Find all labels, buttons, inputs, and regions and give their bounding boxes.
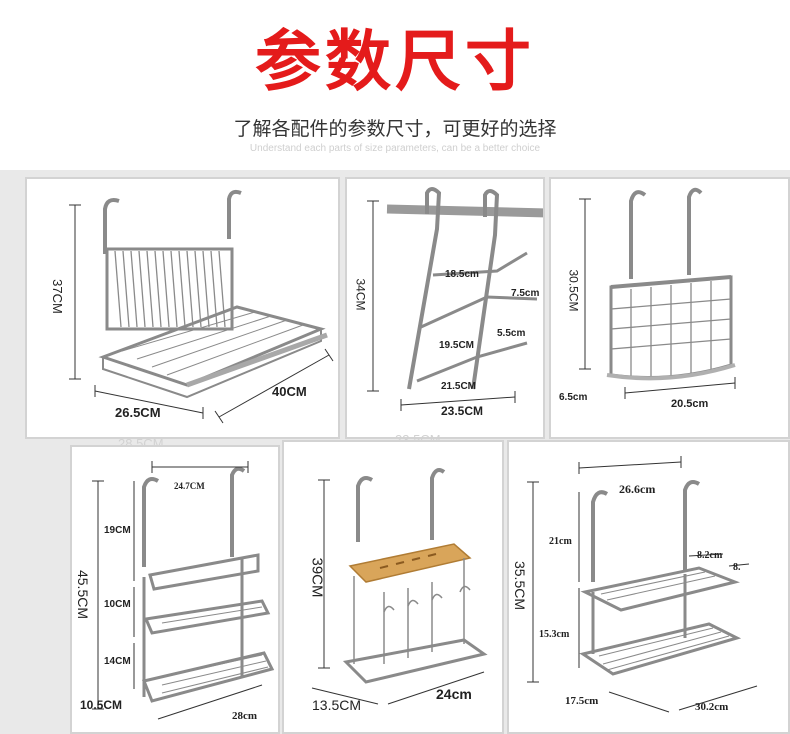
three-tier-depth-label: 10.5CM — [80, 698, 123, 712]
three-tier-width-label: 28cm — [232, 710, 258, 722]
two-tier-gap2-label: 8. — [733, 562, 741, 573]
two-tier-top-width-label: 26.6cm — [619, 482, 656, 496]
three-tier-rack-illustration — [92, 461, 275, 720]
panel-knife-holder: 39CM 13.5CM 24cm — [282, 440, 504, 734]
knife-holder-depth-label: 13.5CM — [312, 697, 362, 713]
utensil-holder-height-label: 30.5CM — [566, 269, 581, 312]
panel-three-tier-rack: 24.7CM 45.5CM 19CM 10CM 14CM 10.5CM 28cm — [70, 445, 280, 734]
three-tier-seg3-label: 14CM — [104, 656, 131, 667]
lid-rack-bottom-label: 21.5CM — [441, 381, 477, 392]
dish-rack-illustration — [69, 189, 334, 424]
lid-rack-illustration — [367, 187, 543, 411]
page-subtitle-english: Understand each parts of size parameters… — [249, 143, 541, 154]
utensil-holder-depth-label: 6.5cm — [559, 392, 588, 403]
lid-rack-middle-label: 19.5CM — [439, 340, 475, 351]
lid-rack-width-label: 23.5CM — [441, 404, 484, 418]
knife-holder-height-label: 39CM — [308, 557, 326, 598]
knife-holder-illustration — [311, 468, 488, 705]
panel-dish-rack: 37CM 26.5CM 40CM — [25, 177, 340, 439]
lid-rack-gap1-label: 7.5cm — [511, 288, 540, 299]
two-tier-seg1-label: 21cm — [549, 536, 572, 547]
two-tier-width-label: 30.2cm — [695, 701, 729, 713]
three-tier-top-width-label: 24.7CM — [174, 481, 205, 491]
utensil-holder-width-label: 20.5cm — [671, 398, 709, 410]
panel-two-tier-rack: 26.6cm 35.5CM 21cm 15.3cm 8.2cm 8. 17.5c… — [507, 440, 790, 734]
knife-holder-width-label: 24cm — [436, 686, 472, 702]
lid-rack-gap2-label: 5.5cm — [497, 328, 526, 339]
two-tier-seg2-label: 15.3cm — [539, 629, 570, 640]
page-title: 参数尺寸 — [255, 23, 535, 100]
panel-lid-rack: 34CM 18.5cm 7.5cm 5.5cm 19.5CM 21.5CM 23… — [345, 177, 545, 439]
page-subtitle: 了解各配件的参数尺寸，可更好的选择 — [233, 118, 557, 140]
panel-utensil-holder: 30.5CM 6.5cm 20.5cm — [549, 177, 790, 439]
dish-rack-height-label: 37CM — [49, 279, 65, 314]
dish-rack-depth-label: 26.5CM — [115, 405, 161, 420]
two-tier-rack-illustration — [527, 456, 758, 713]
lid-rack-height-label: 34CM — [353, 278, 368, 311]
three-tier-seg1-label: 19CM — [104, 525, 131, 536]
lid-rack-top-label: 18.5cm — [445, 269, 479, 280]
two-tier-height-label: 35.5CM — [512, 560, 529, 611]
dish-rack-width-label: 40CM — [272, 384, 307, 399]
two-tier-gap1-label: 8.2cm — [697, 550, 723, 561]
two-tier-depth-label: 17.5cm — [565, 695, 599, 707]
three-tier-height-label: 45.5CM — [75, 569, 92, 620]
utensil-holder-illustration — [579, 187, 736, 399]
three-tier-seg2-label: 10CM — [104, 599, 131, 610]
